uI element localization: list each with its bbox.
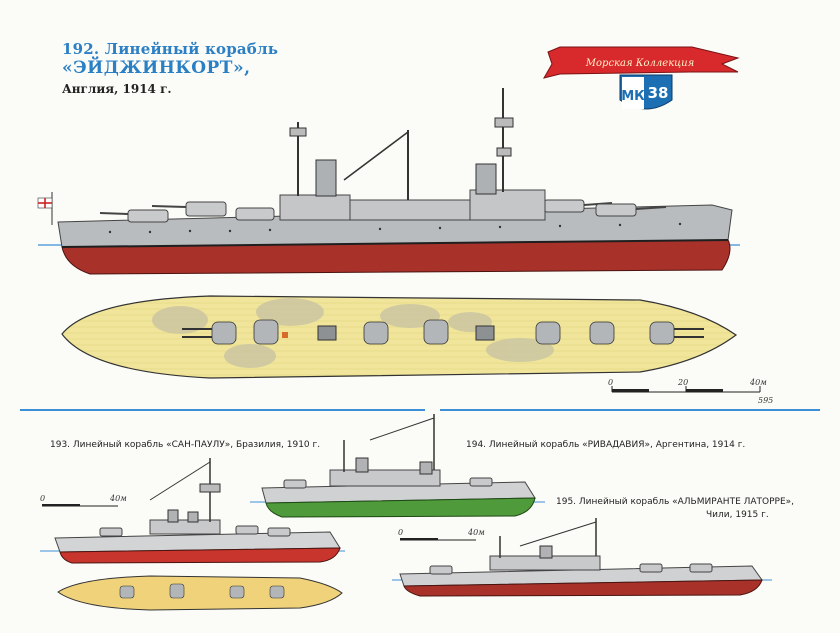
main-ship-deck-plan <box>61 295 738 379</box>
ship195-scale-label-0: 0 <box>398 528 404 537</box>
ship194-profile <box>250 414 545 518</box>
ship195-caption-line1: 195. Линейный корабль «АЛЬМИРАНТЕ ЛАТОРР… <box>556 497 795 507</box>
deck-turret-7 <box>649 321 675 345</box>
main-scale-bar <box>611 386 761 393</box>
deck-turret-2 <box>253 319 279 345</box>
deck-funnel-1 <box>317 325 337 341</box>
ship193-caption: 193. Линейный корабль «САН-ПАУЛУ», Брази… <box>50 440 321 450</box>
main-ship-profile <box>37 88 740 275</box>
ship-number-title: 192. Линейный корабль <box>62 40 279 58</box>
turret-4 <box>543 199 585 213</box>
ship193-deck-plan <box>57 575 343 611</box>
main-scale-label-0: 0 <box>608 378 614 387</box>
ship195-caption-line2: Чили, 1915 г. <box>706 510 769 520</box>
superstructure-mid <box>349 199 481 221</box>
ship193-profile <box>40 458 345 564</box>
superstructure-fore <box>279 194 351 221</box>
deck-turret-1 <box>211 321 237 345</box>
deck-turret-5 <box>535 321 561 345</box>
ship193-scale-label-0: 0 <box>40 494 46 503</box>
logo-issue-number: 38 <box>648 84 669 102</box>
deck-turret-4 <box>423 319 449 345</box>
ship195-scale <box>400 538 476 541</box>
funnel-1 <box>315 159 337 197</box>
ship-name-title: «ЭЙДЖИНКОРТ», <box>62 58 251 78</box>
ship195-profile <box>392 518 772 597</box>
main-scale-label-40: 40м <box>750 378 767 387</box>
ship195-scale-label-40: 40м <box>468 528 485 537</box>
hull-lower <box>61 239 731 275</box>
deck-turret-3 <box>363 321 389 345</box>
ship-country: Англия, 1914 г. <box>62 82 172 96</box>
ship194-caption: 194. Линейный корабль «РИВАДАВИЯ», Арген… <box>466 440 746 450</box>
logo-ribbon <box>542 46 740 79</box>
ship193-scale <box>42 504 118 507</box>
deck-turret-6 <box>589 321 615 345</box>
logo-letters: МК <box>621 89 645 104</box>
superstructure-aft <box>469 189 546 221</box>
plate-code: 595 <box>758 396 774 405</box>
logo-ribbon-text: Морская Коллекция <box>585 58 694 69</box>
turret-2 <box>185 201 227 217</box>
ship193-scale-label-40: 40м <box>110 494 127 503</box>
collection-logo: Морская Коллекция МК 38 <box>542 46 740 110</box>
deck-funnel-2 <box>475 325 495 341</box>
turret-5 <box>595 203 637 217</box>
main-scale-label-20: 20 <box>678 378 689 387</box>
turret-3 <box>235 207 275 221</box>
turret-1 <box>127 209 169 223</box>
funnel-2 <box>475 163 497 195</box>
